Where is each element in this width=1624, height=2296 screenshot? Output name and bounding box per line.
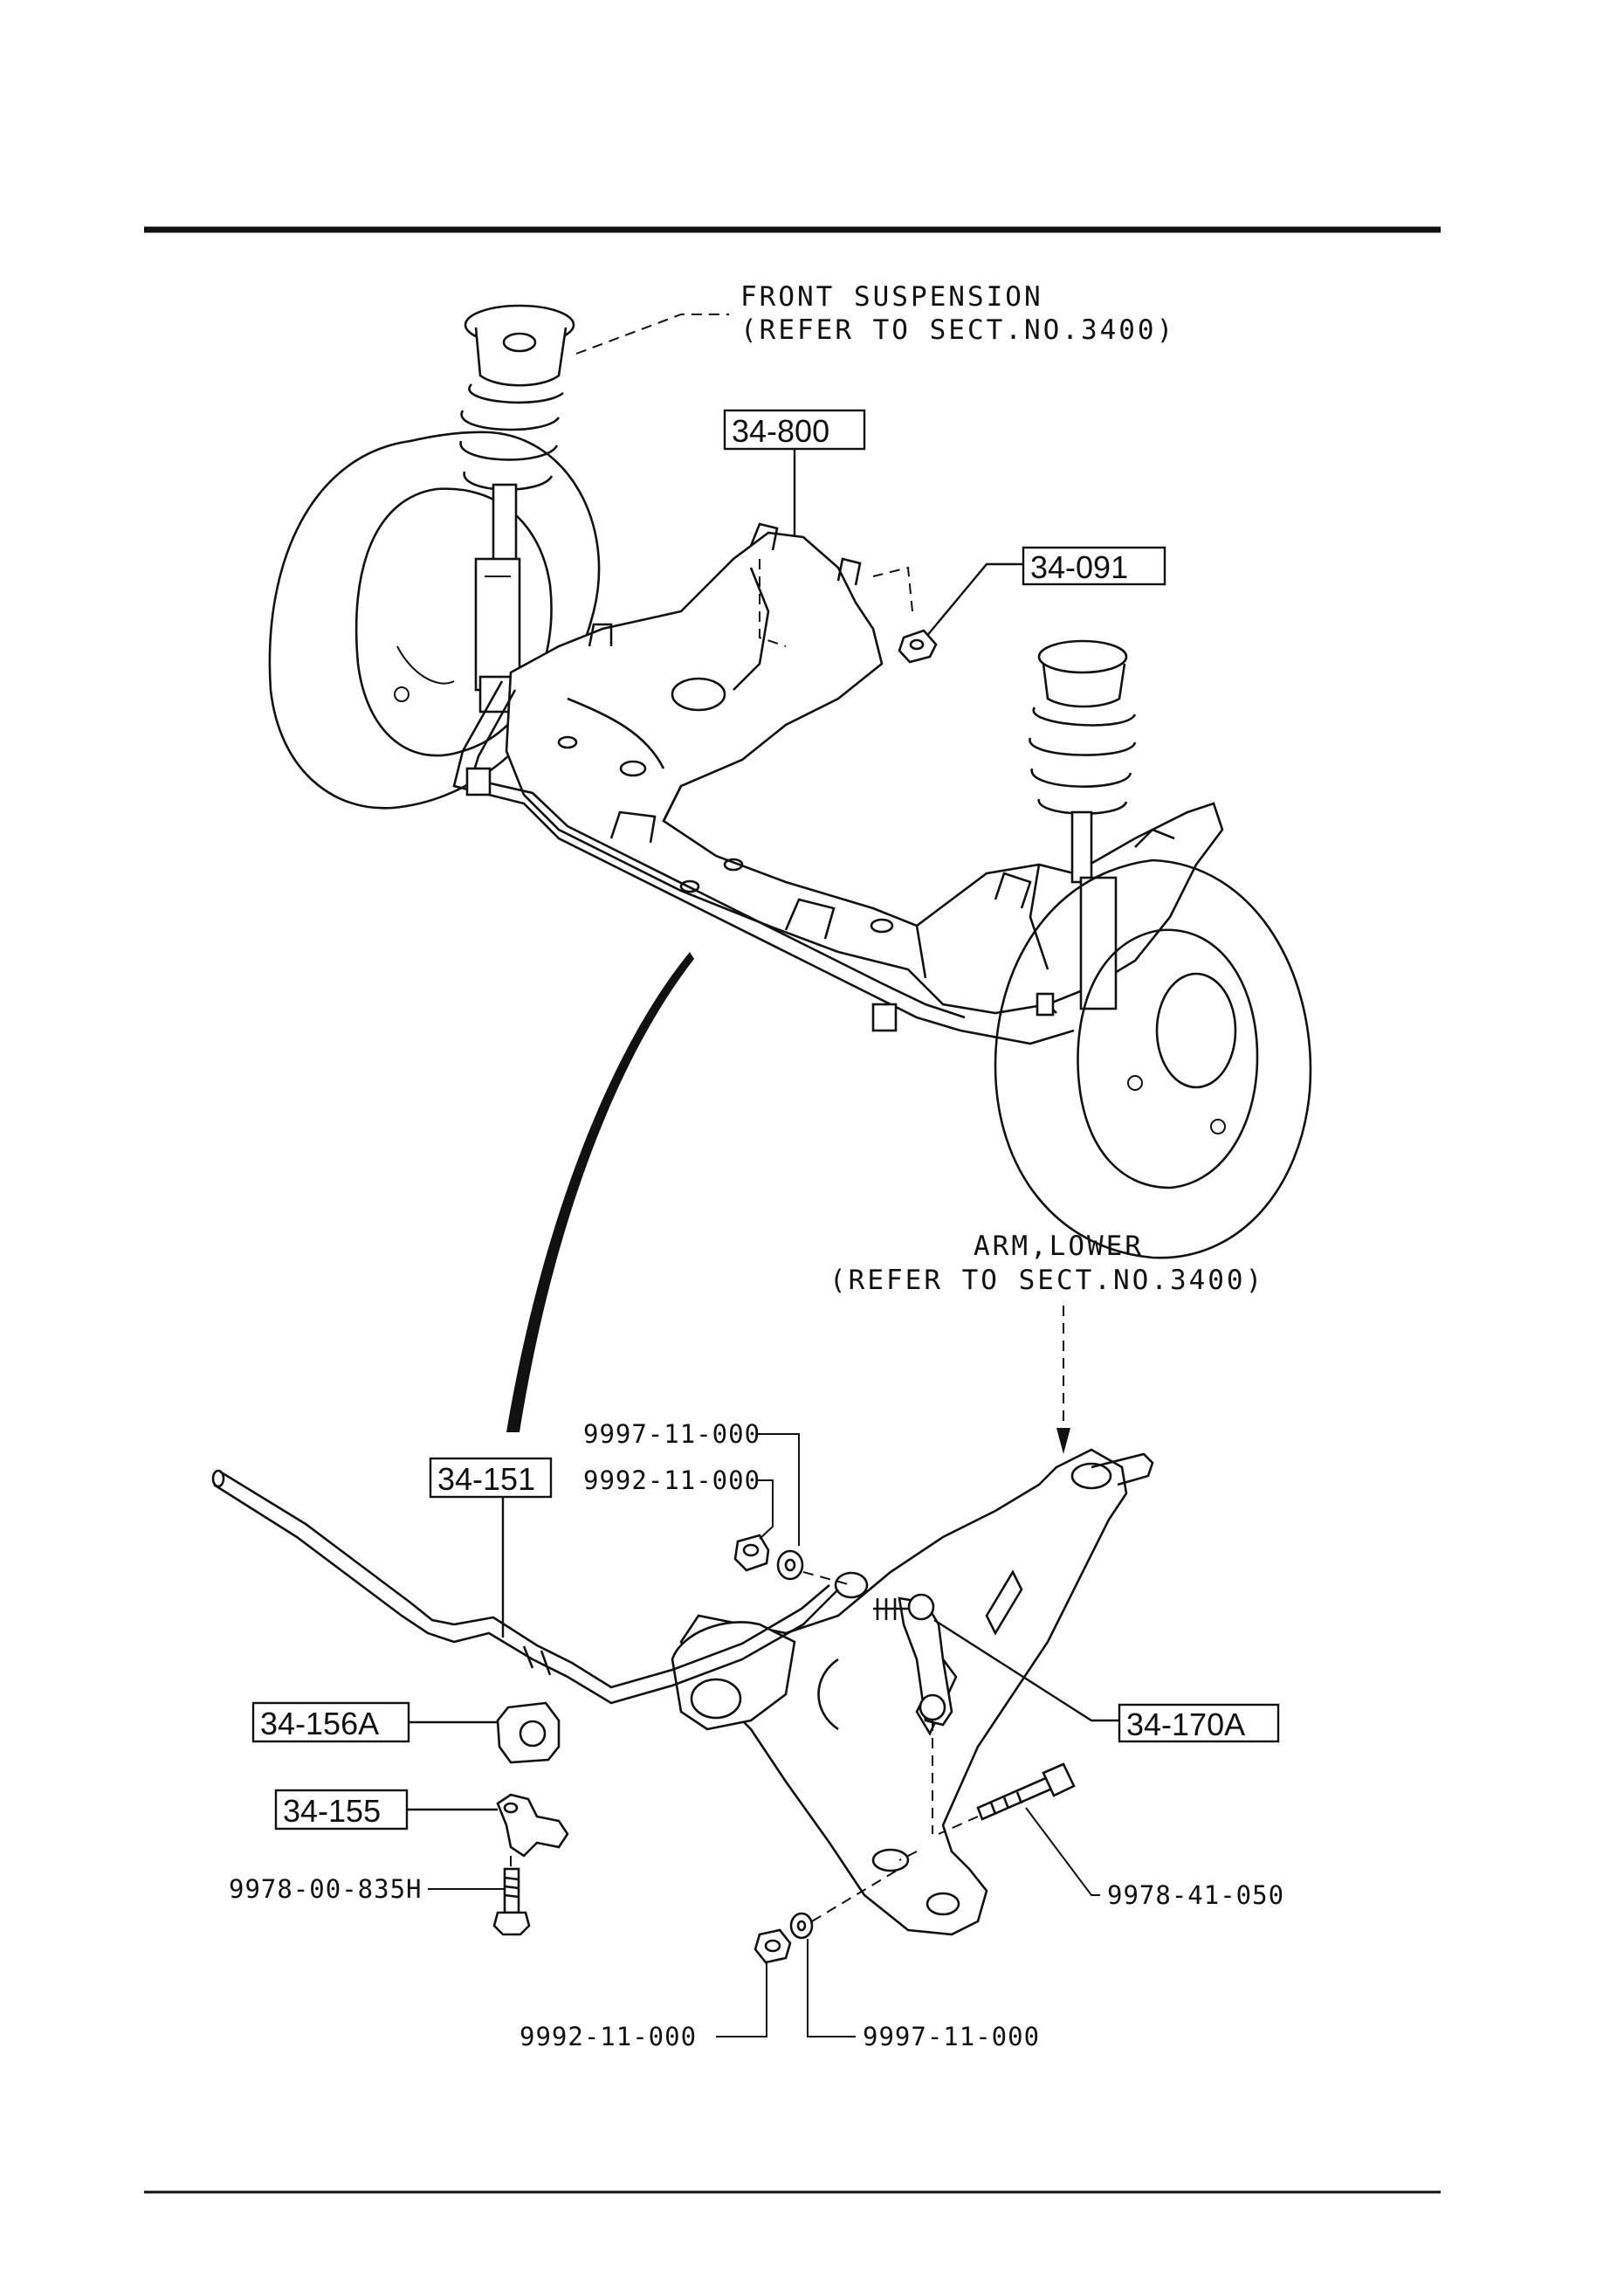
- leader-link: [933, 1618, 1119, 1722]
- link-bolt-path: [938, 1816, 979, 1835]
- stabilizer-link: [873, 1593, 953, 1861]
- callout-crossmember: 34-800: [732, 413, 829, 449]
- front-suspension-note-line1: FRONT SUSPENSION: [740, 281, 1043, 313]
- crossmember: [505, 522, 1224, 1015]
- bushing-icon: [496, 1701, 561, 1764]
- callout-bushing: 34-156A: [260, 1706, 379, 1741]
- washer-lower-icon: [789, 1912, 814, 1940]
- leader-nut-lower: [716, 1963, 767, 2037]
- right-strut: [1029, 639, 1137, 1010]
- lower-arm-note-line2: (REFER TO SECT.NO.3400): [829, 1265, 1264, 1296]
- nut-lower-icon: [754, 1928, 792, 1964]
- right-wheel: [994, 858, 1312, 1259]
- callout-box-stabilizer-bar: [429, 1457, 553, 1499]
- lower-detail: ARM,LOWER (REFER TO SECT.NO.3400): [211, 1231, 1284, 2051]
- pn-nut-upper: 9992-11-000: [583, 1465, 760, 1495]
- nut-top-icon: [898, 629, 938, 664]
- bracket-icon: [496, 1793, 569, 1858]
- leader-nut-top: [925, 562, 1023, 638]
- leader-front-suspension: [575, 314, 729, 355]
- pn-washer-upper: 9997-11-000: [583, 1419, 760, 1449]
- lower-arm: [671, 1448, 1154, 1936]
- leader-nut-upper: [758, 1479, 774, 1540]
- stabilizer-bar: [211, 1469, 869, 1705]
- callout-bracket: 34-155: [283, 1793, 381, 1829]
- callout-box-nut-top: [1022, 546, 1166, 586]
- nut-upper-path: [802, 1571, 852, 1586]
- pn-bracket-bolt: 9978-00-835H: [229, 1874, 423, 1904]
- detail-arrow: [506, 952, 694, 1432]
- lower-arm-arrowhead: [1056, 1428, 1070, 1454]
- nut-top-path: [872, 566, 913, 612]
- pn-nut-lower: 9992-11-000: [520, 2022, 697, 2051]
- front-suspension-note-line2: (REFER TO SECT.NO.3400): [740, 314, 1175, 346]
- leader-washer-lower: [807, 1939, 856, 2037]
- lower-arm-note-line1: ARM,LOWER: [974, 1231, 1144, 1262]
- leader-link-bolt: [1025, 1807, 1100, 1896]
- link-bolt-icon: [976, 1762, 1076, 1821]
- nut-upper-icon: [733, 1534, 770, 1572]
- callout-stabilizer-bar: 34-151: [437, 1461, 535, 1497]
- callout-box-link: [1118, 1703, 1280, 1743]
- callout-nut-top: 34-091: [1030, 549, 1128, 585]
- front-suspension-assembly: FRONT SUSPENSION (REFER TO SECT.NO.3400): [268, 281, 1312, 1259]
- callout-link: 34-170A: [1126, 1706, 1245, 1742]
- leader-washer-upper: [758, 1433, 800, 1546]
- bracket-bolt-icon: [492, 1867, 531, 1936]
- washer-upper-icon: [776, 1549, 804, 1581]
- pn-link-bolt: 9978-41-050: [1107, 1880, 1284, 1910]
- stabilizer-bar-installed: [452, 680, 1075, 1045]
- pn-washer-lower: 9997-11-000: [863, 2022, 1040, 2051]
